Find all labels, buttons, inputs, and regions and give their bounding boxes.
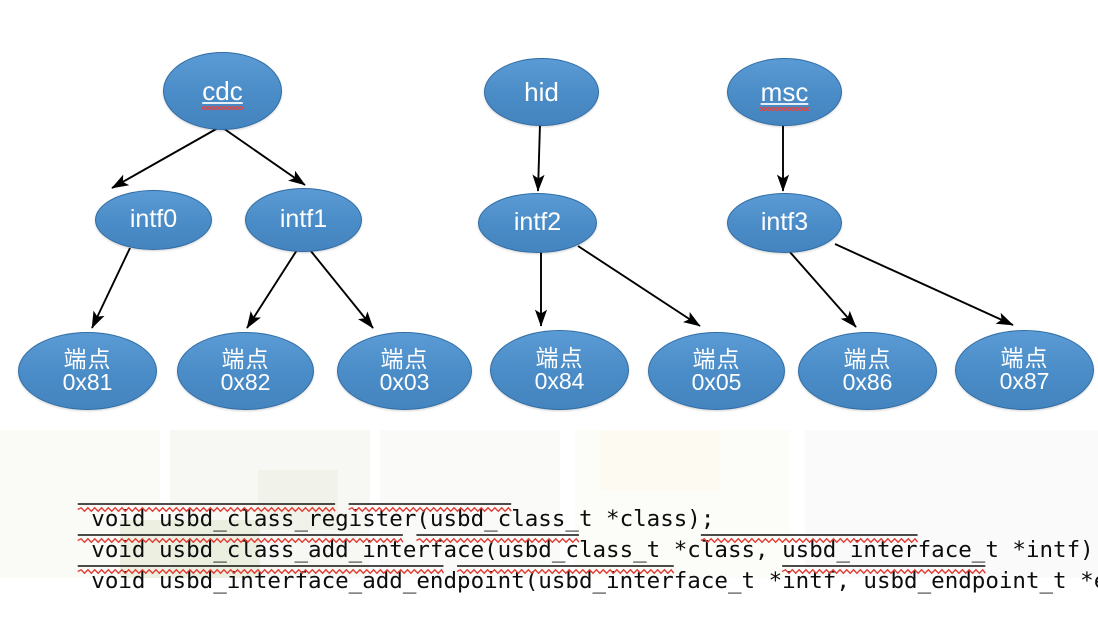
endpoint-node-0x82[interactable]: 端点 0x82 <box>177 332 314 410</box>
interface-node-intf0-label: intf0 <box>129 205 178 234</box>
endpoint-node-0x84-label: 端点 <box>535 344 584 371</box>
endpoint-node-0x84-address: 0x84 <box>534 368 585 394</box>
edge-cdc-intf1 <box>222 127 306 186</box>
interface-node-intf2[interactable]: intf2 <box>478 193 597 253</box>
edge-intf2-ep05 <box>577 245 701 327</box>
class-node-cdc[interactable]: cdc <box>163 52 282 130</box>
interface-node-intf3-label: intf3 <box>760 208 809 237</box>
class-node-cdc-label: cdc <box>201 75 245 110</box>
endpoint-node-0x82-label: 端点 <box>221 345 270 372</box>
code-line-3: void usbd_interface_add_endpoint(usbd_in… <box>10 542 1098 620</box>
endpoint-node-0x84[interactable]: 端点 0x84 <box>490 330 629 410</box>
class-node-hid[interactable]: hid <box>484 58 599 126</box>
api-code-block: void usbd_class_register(usbd_class_t *c… <box>0 435 1098 594</box>
interface-node-intf1[interactable]: intf1 <box>245 188 362 252</box>
endpoint-node-0x05-address: 0x05 <box>691 369 742 395</box>
endpoint-node-0x87-label: 端点 <box>1000 344 1049 371</box>
edge-hid-intf2 <box>532 123 545 192</box>
class-node-hid-label: hid <box>524 76 559 107</box>
usb-class-tree-diagram: cdc hid msc intf0 intf1 intf2 intf3 端点 0… <box>18 52 1094 410</box>
edge-intf3-ep87 <box>834 243 1014 326</box>
endpoint-node-0x81[interactable]: 端点 0x81 <box>18 332 157 410</box>
edge-intf0-ep81 <box>91 247 131 329</box>
slide-canvas: cdc hid msc intf0 intf1 intf2 intf3 端点 0… <box>0 52 1098 594</box>
interface-node-intf3[interactable]: intf3 <box>727 193 842 253</box>
endpoint-node-0x82-address: 0x82 <box>220 369 271 395</box>
endpoint-node-0x05-label: 端点 <box>692 345 741 372</box>
endpoint-node-0x86-address: 0x86 <box>842 369 893 395</box>
endpoint-node-0x86[interactable]: 端点 0x86 <box>798 332 937 410</box>
edge-intf1-ep03 <box>309 249 374 329</box>
endpoint-node-0x05[interactable]: 端点 0x05 <box>648 332 785 410</box>
endpoint-node-0x87-address: 0x87 <box>999 368 1050 394</box>
interface-node-intf0[interactable]: intf0 <box>95 190 212 250</box>
edge-intf1-ep82 <box>246 249 298 329</box>
endpoint-node-0x81-label: 端点 <box>63 345 112 372</box>
code-line-3-text: void usbd_interface_add_endpoint(usbd_in… <box>91 568 1098 594</box>
interface-node-intf2-label: intf2 <box>513 208 562 237</box>
endpoint-node-0x03-label: 端点 <box>380 345 429 372</box>
endpoint-node-0x86-label: 端点 <box>843 345 892 372</box>
class-node-msc-label: msc <box>759 76 809 111</box>
edge-cdc-intf0 <box>111 127 219 189</box>
endpoint-node-0x03[interactable]: 端点 0x03 <box>337 332 472 410</box>
interface-node-intf1-label: intf1 <box>279 205 328 234</box>
class-node-msc[interactable]: msc <box>727 58 842 126</box>
edge-layer <box>91 123 1014 329</box>
endpoint-node-0x81-address: 0x81 <box>62 369 113 395</box>
endpoint-node-0x87[interactable]: 端点 0x87 <box>955 330 1094 410</box>
endpoint-node-0x03-address: 0x03 <box>379 369 430 395</box>
edge-intf3-ep86 <box>788 250 857 328</box>
